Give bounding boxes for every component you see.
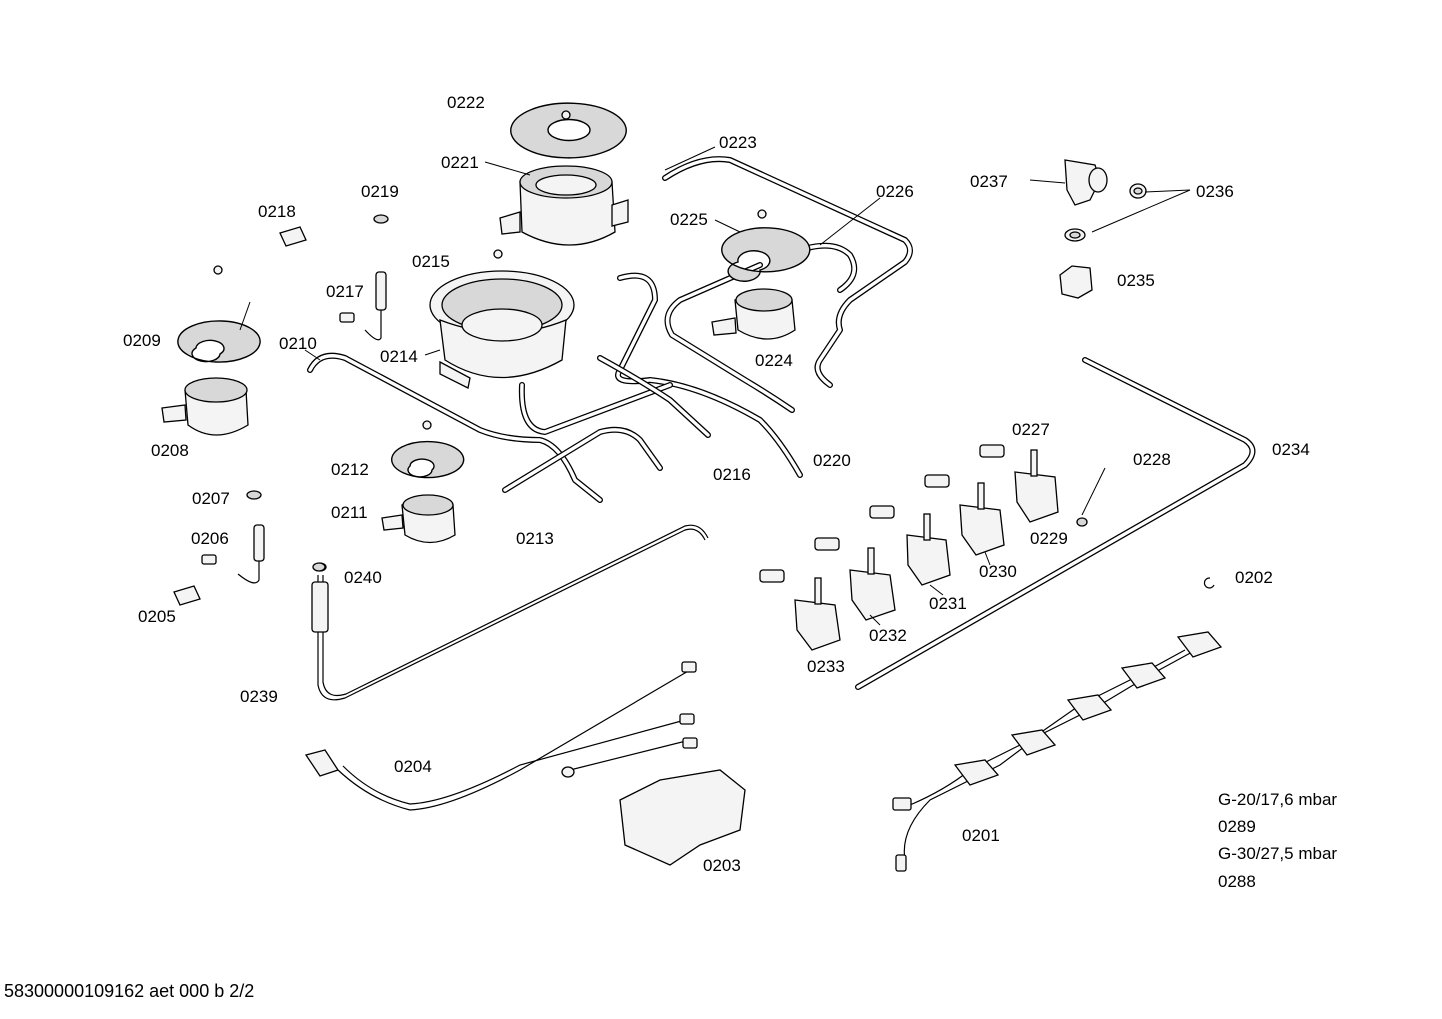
label-0230: 0230 [979,562,1017,581]
label-0231: 0231 [929,594,967,613]
label-0233: 0233 [807,657,845,676]
label-0203: 0203 [703,856,741,875]
label-0240: 0240 [344,568,382,587]
label-0213: 0213 [516,529,554,548]
label-0209: 0209 [123,331,161,350]
burner-0208 [161,265,261,436]
label-0215: 0215 [412,252,450,271]
gas-spec-g30-code: 0288 [1218,872,1256,891]
label-0206: 0206 [191,529,229,548]
burner-0221 [499,102,629,246]
label-0221: 0221 [441,153,479,172]
label-0217: 0217 [326,282,364,301]
gas-valves [759,444,1059,651]
small-parts [173,214,1215,606]
label-0220: 0220 [813,451,851,470]
label-0239: 0239 [240,687,278,706]
leader-lines [239,146,1191,626]
gas-spec-g20: G-20/17,6 mbar [1218,790,1338,809]
label-0235: 0235 [1117,271,1155,290]
label-0236: 0236 [1196,182,1234,201]
burner-0211 [381,420,465,544]
ignition-harness-0201 [892,631,1223,872]
label-0226: 0226 [876,182,914,201]
label-0212: 0212 [331,460,369,479]
label-0228: 0228 [1133,450,1171,469]
label-0210: 0210 [279,334,317,353]
label-0237: 0237 [970,172,1008,191]
label-0202: 0202 [1235,568,1273,587]
label-0225: 0225 [670,210,708,229]
label-0201: 0201 [962,826,1000,845]
document-footer-id: 58300000109162 aet 000 b 2/2 [4,981,255,1001]
label-0211: 0211 [331,503,368,522]
label-0214: 0214 [380,347,418,366]
label-0208: 0208 [151,441,189,460]
burner-0224 [711,209,811,340]
label-0219: 0219 [361,182,399,201]
gas-pipes [307,156,1256,690]
label-0222: 0222 [447,93,485,112]
label-0216: 0216 [713,465,751,484]
label-0204: 0204 [394,757,432,776]
label-0232: 0232 [869,626,907,645]
label-0218: 0218 [258,202,296,221]
label-0207: 0207 [192,489,230,508]
label-0227: 0227 [1012,420,1050,439]
spark-module-0203 [304,661,746,866]
label-0229: 0229 [1030,529,1068,548]
label-0234: 0234 [1272,440,1310,459]
thermocouple-0239 [311,524,709,701]
burner-0214 [429,249,575,389]
label-0223: 0223 [719,133,757,152]
label-0205: 0205 [138,607,176,626]
gas-spec-g30: G-30/27,5 mbar [1218,844,1338,863]
gas-spec-g20-code: 0289 [1218,817,1256,836]
label-0224: 0224 [755,351,793,370]
elbow-fitting-0237 [1059,159,1147,299]
